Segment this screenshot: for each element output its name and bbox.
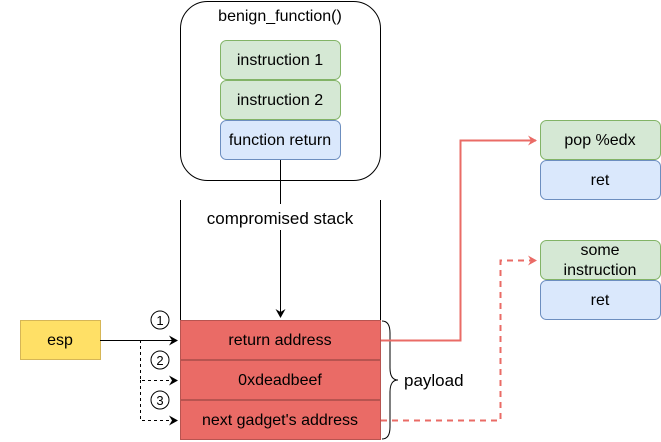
instruction-1-label: instruction 1 (237, 52, 323, 69)
esp-arrow-2 (140, 340, 178, 386)
step-marker-2 (150, 350, 170, 370)
gadget-2-ret-label: ret (591, 292, 610, 309)
stack-cell-deadbeef-label: 0xdeadbeef (238, 372, 322, 389)
gadget-2-instruction-line-1: some (580, 242, 619, 259)
step-marker-1 (150, 310, 170, 330)
stack-cell-return-address-label: return address (228, 332, 331, 349)
stack-cell-next-gadget (180, 400, 381, 440)
stack-title: compromised stack (207, 209, 354, 228)
esp-label: esp (47, 332, 73, 349)
stack-title-bg (188, 204, 374, 230)
gadget-1-instruction-label: pop %edx (564, 132, 635, 149)
step-marker-3 (150, 390, 170, 410)
gadget-2-instruction-line-2: instruction (564, 262, 637, 279)
payload-brace (381, 320, 399, 440)
gadget-2-arrow (381, 255, 537, 422)
payload-label: payload (404, 371, 464, 390)
function-return-label: function return (229, 132, 331, 149)
gadget-1-arrow (381, 135, 537, 342)
instruction-1-box (220, 40, 341, 80)
stack-cell-deadbeef (180, 360, 381, 400)
esp-arrow-3 (140, 380, 178, 426)
step-marker-3-label: 3 (156, 393, 163, 408)
gadget-1-ret-label: ret (591, 172, 610, 189)
instruction-2-label: instruction 2 (237, 92, 323, 109)
function-return-box (220, 120, 341, 160)
step-marker-1-label: 1 (156, 313, 163, 328)
instruction-2-box (220, 80, 341, 120)
stack-cell-return-address (180, 320, 381, 360)
step-marker-2-label: 2 (156, 353, 163, 368)
benign-function-title: benign_function() (218, 8, 342, 25)
stack-cell-next-gadget-label: next gadget's address (202, 412, 358, 429)
esp-box (20, 320, 101, 360)
